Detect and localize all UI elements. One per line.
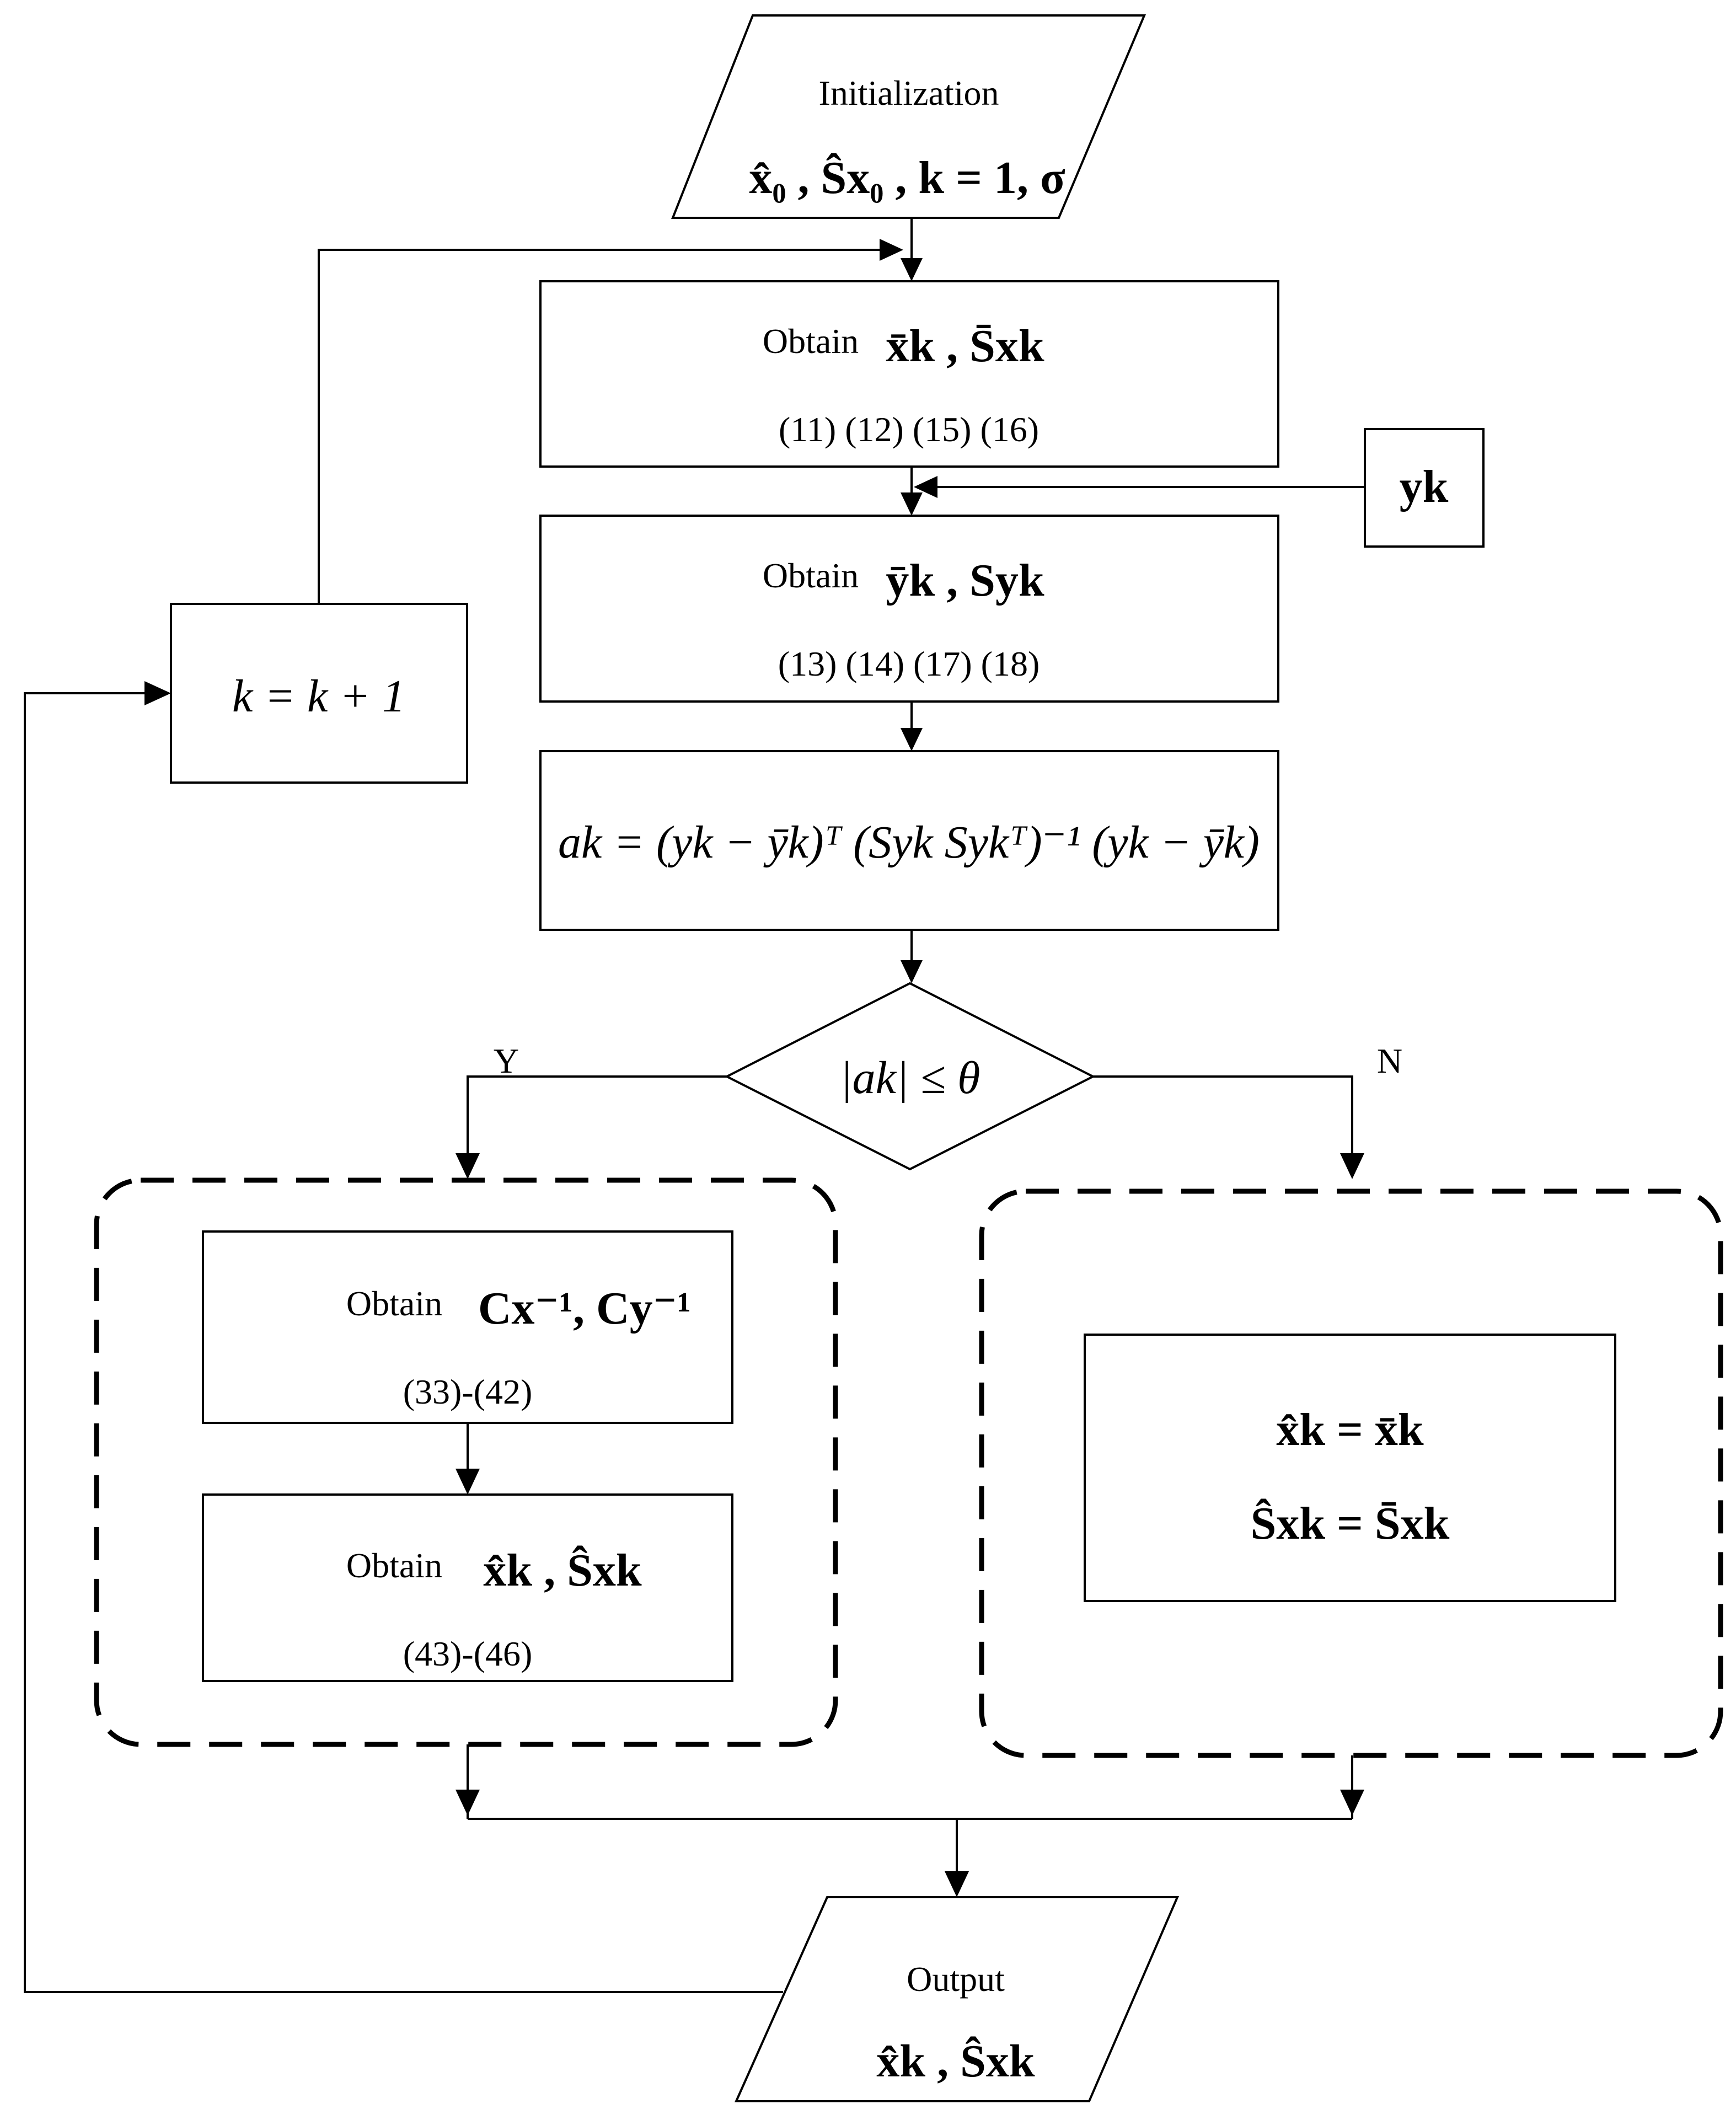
arrowhead-right-group-down	[1340, 1790, 1364, 1816]
measurement-math: yk	[1400, 461, 1449, 512]
predict-y-eqns: (13) (14) (17) (18)	[778, 644, 1040, 683]
arrowhead-predict-x-to-predict-y	[901, 492, 923, 516]
arrowhead-predict-y-to-test	[901, 728, 923, 751]
update-no-line1: x̂k = x̄k	[1276, 1404, 1424, 1455]
test-stat-math: ak = (yk − ȳk)ᵀ (Syk Sykᵀ)⁻¹ (yk − ȳk)	[558, 817, 1260, 868]
cov-inv-math: Cx⁻¹, Cy⁻¹	[478, 1283, 691, 1334]
arrowhead-decision-yes	[456, 1153, 480, 1179]
arrowhead-test-to-decision	[901, 960, 923, 983]
increment-math: k = k + 1	[232, 671, 405, 722]
yes-branch-dashed-frame	[94, 1177, 838, 1747]
increment-box	[170, 603, 468, 784]
init-params: x̂₀ , Ŝx₀ , k = 1, σ	[749, 152, 1065, 204]
update-yes-box	[202, 1493, 733, 1682]
measurement-node: yk	[1364, 428, 1485, 548]
predict-x-node: Obtain x̄k , S̄xk (11) (12) (15) (16)	[539, 280, 1279, 468]
no-branch-dashed-frame	[979, 1188, 1723, 1758]
connector-decision-yes	[467, 1075, 729, 1154]
cov-inv-box	[202, 1230, 733, 1424]
test-stat-box	[539, 750, 1279, 931]
predict-y-math: ȳk , Syk	[886, 555, 1044, 606]
yes-branch-group: Obtain Cx⁻¹, Cy⁻¹ (33)-(42) Obtain x̂k ,…	[94, 1177, 838, 1747]
init-node: Initialization x̂₀ , Ŝx₀ , k = 1, σ	[671, 14, 1146, 219]
update-no-line2: Ŝxk = S̄xk	[1251, 1497, 1450, 1549]
output-label: Output	[907, 1959, 1005, 1999]
predict-y-node: Obtain ȳk , Syk (13) (14) (17) (18)	[539, 515, 1279, 703]
predict-x-eqns: (11) (12) (15) (16)	[779, 410, 1039, 449]
arrowhead-decision-no	[1340, 1153, 1364, 1179]
predict-x-box	[539, 280, 1279, 468]
output-node: Output x̂k , Ŝxk	[734, 1896, 1180, 2102]
predict-y-box	[539, 515, 1279, 703]
test-stat-node: ak = (yk − ȳk)ᵀ (Syk Sykᵀ)⁻¹ (yk − ȳk)	[539, 750, 1279, 931]
arrowhead-left-group-down	[456, 1790, 480, 1816]
init-label: Initialization	[819, 73, 999, 113]
decision-node: |ak| ≤ θ Y N	[494, 982, 1402, 1171]
cov-inv-eqns: (33)-(42)	[403, 1372, 533, 1411]
arrowhead-output-to-increment	[144, 681, 171, 705]
decision-yes-label: Y	[494, 1041, 519, 1080]
arrowhead-covinv-to-update	[456, 1469, 480, 1495]
decision-shape	[724, 982, 1096, 1171]
arrowhead-init-to-predict-x	[901, 258, 923, 281]
init-shape	[671, 14, 1146, 219]
predict-x-math: x̄k , S̄xk	[886, 320, 1044, 372]
connector-increment-to-predict-x	[318, 249, 882, 604]
update-yes-math: x̂k , Ŝxk	[483, 1544, 641, 1596]
update-yes-label: Obtain	[346, 1546, 442, 1585]
predict-x-label: Obtain	[763, 322, 859, 361]
measurement-box	[1364, 428, 1485, 548]
arrowhead-feedback-top	[880, 239, 903, 261]
connectors	[24, 218, 1365, 1993]
arrowhead-measurement-join	[914, 476, 937, 498]
update-no-box	[1084, 1334, 1616, 1602]
connector-output-to-increment	[24, 692, 783, 1993]
increment-node: k = k + 1	[170, 603, 468, 784]
connector-decision-no	[1093, 1075, 1353, 1154]
no-branch-group: x̂k = x̄k Ŝxk = S̄xk	[979, 1188, 1723, 1758]
decision-math: |ak| ≤ θ	[840, 1052, 980, 1104]
arrowhead-merge-to-output	[945, 1871, 969, 1897]
cov-inv-label: Obtain	[346, 1284, 442, 1323]
predict-y-label: Obtain	[763, 556, 859, 595]
output-math: x̂k , Ŝxk	[876, 2035, 1035, 2087]
output-shape	[734, 1896, 1180, 2102]
update-yes-eqns: (43)-(46)	[403, 1634, 533, 1673]
decision-no-label: N	[1377, 1041, 1402, 1080]
